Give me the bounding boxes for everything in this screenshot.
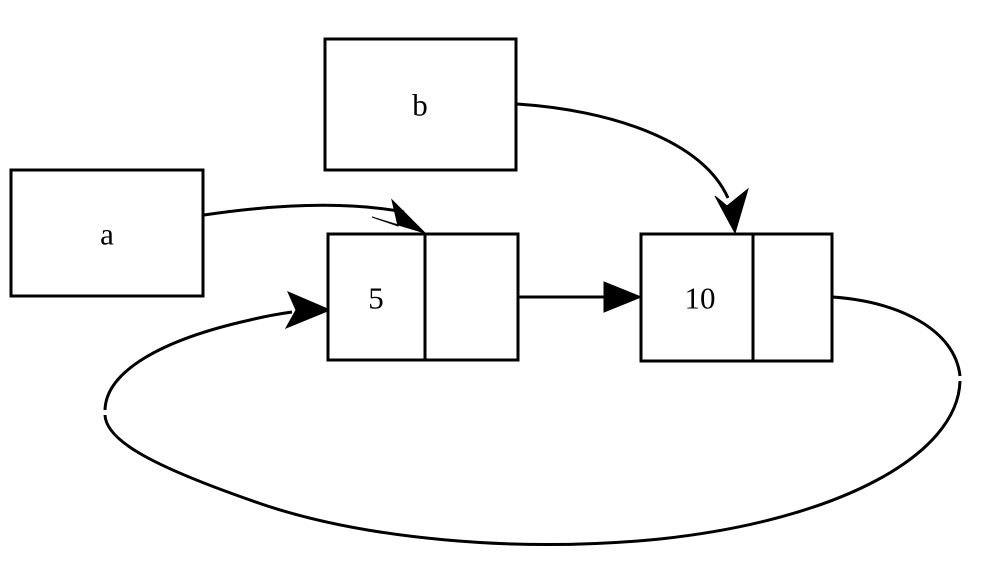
edge-b-to-node10: [516, 102, 749, 235]
edge-a-to-node5: [203, 198, 426, 234]
list-node-10-value-label: 10: [685, 281, 716, 316]
variable-box-b[interactable]: b: [323, 37, 518, 172]
variable-box-a[interactable]: a: [9, 168, 205, 298]
variable-box-b-label: b: [412, 88, 428, 123]
variable-box-a-rect[interactable]: [9, 168, 205, 298]
edge-node10-to-node5: [103, 291, 962, 546]
list-node-10[interactable]: 10: [639, 232, 834, 363]
list-node-5-value-label: 5: [368, 281, 384, 316]
edge-node10-to-node5-path-seg2: [103, 380, 962, 546]
edge-node5-to-node10-arrowhead: [603, 281, 643, 313]
edge-a-to-node5-path: [203, 203, 405, 217]
edge-node10-to-node5-arrowhead: [284, 291, 332, 330]
edge-a-to-node5-arrowhead: [371, 198, 426, 234]
edge-node10-to-node5-path-seg3: [103, 310, 293, 411]
edge-node10-to-node5-path-seg1: [832, 295, 962, 377]
edge-node5-to-node10: [519, 281, 643, 313]
variable-box-b-rect[interactable]: [323, 37, 518, 172]
list-node-5[interactable]: 5: [326, 232, 520, 362]
list-node-5-rect[interactable]: [326, 232, 520, 362]
list-node-10-rect[interactable]: [639, 232, 834, 363]
edge-b-to-node10-arrowhead: [714, 187, 749, 235]
variable-box-a-label: a: [100, 217, 114, 252]
edge-b-to-node10-path: [516, 102, 730, 199]
